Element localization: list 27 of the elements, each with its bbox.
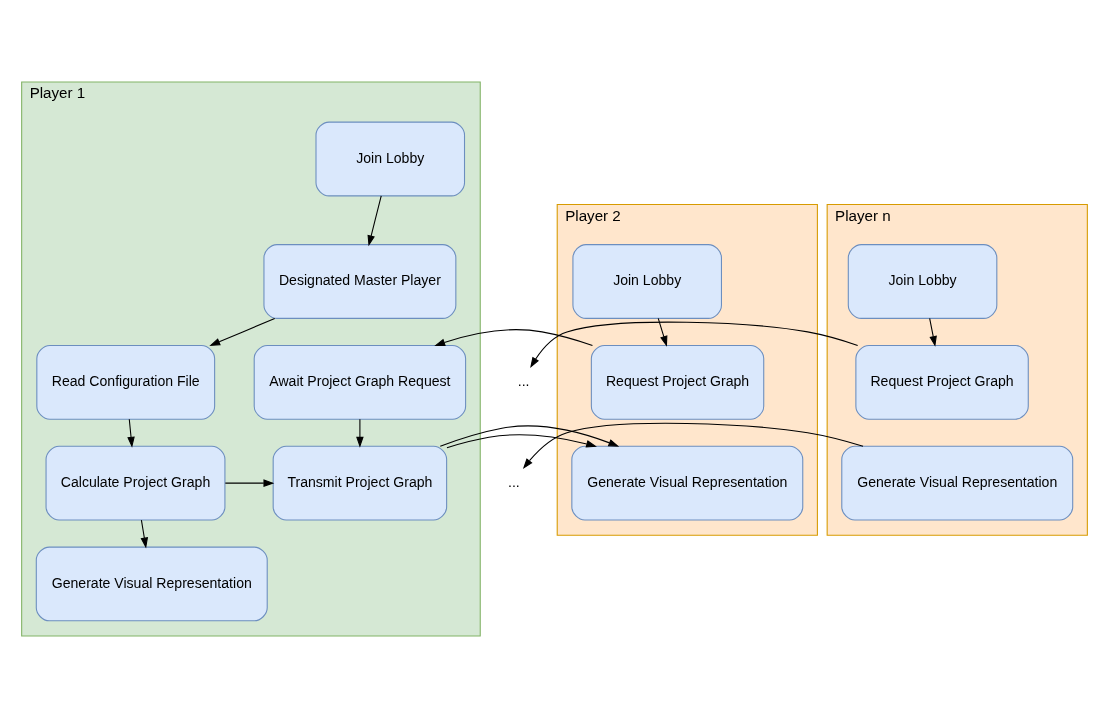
node-box: Join Lobby	[315, 121, 466, 196]
node-box: Designated Master Player	[263, 243, 457, 319]
node-box: Generate Visual Representation	[841, 445, 1074, 521]
arrow	[224, 478, 275, 487]
node-box: Await Project Graph Request	[253, 344, 467, 420]
node-box: Read Configuration File	[36, 344, 216, 420]
node-box: Request Project Graph	[590, 344, 765, 420]
arrow	[439, 424, 620, 448]
node-box: Generate Visual Representation	[35, 546, 268, 621]
arrow	[929, 317, 937, 347]
arrow	[356, 418, 364, 448]
arrow	[657, 317, 668, 347]
node-box: Request Project Graph	[855, 344, 1029, 420]
arrow	[530, 321, 859, 368]
node-box: Join Lobby	[572, 243, 722, 319]
node-box: Calculate Project Graph	[45, 445, 226, 521]
node-text: ...	[517, 372, 530, 389]
arrow	[522, 422, 864, 469]
node-box: Join Lobby	[847, 243, 998, 319]
arrow	[367, 194, 382, 246]
arrow	[127, 418, 135, 448]
arrow	[209, 317, 276, 346]
node-box: Generate Visual Representation	[571, 445, 804, 521]
arrow	[140, 519, 149, 548]
arrow	[434, 328, 593, 346]
node-text: ...	[507, 473, 520, 490]
node-box: Transmit Project Graph	[272, 445, 448, 521]
